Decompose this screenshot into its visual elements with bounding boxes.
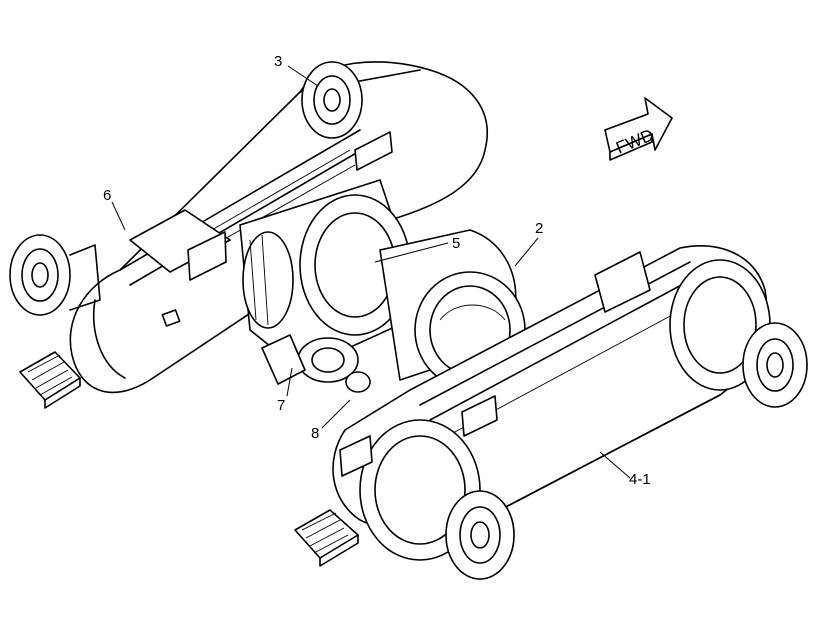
leader-2 <box>514 237 539 267</box>
callout-leaders <box>111 65 631 479</box>
right-wheel-hub <box>669 259 808 408</box>
left-wheel-flange <box>9 234 101 316</box>
leader-5 <box>374 242 449 263</box>
callout-2: 2 <box>535 220 543 237</box>
lower-wheel-hub <box>359 419 515 580</box>
upper-cover-plate <box>129 131 393 327</box>
center-differential <box>239 179 526 393</box>
fwd-direction-arrow: FWD <box>604 97 673 161</box>
callout-7: 7 <box>277 397 285 414</box>
callout-6: 6 <box>103 187 111 204</box>
leader-4-1 <box>599 451 631 479</box>
callout-labels: 3 6 2 5 7 8 4-1 <box>103 53 651 488</box>
upper-wheel-flange <box>301 61 363 139</box>
lower-step-pad <box>294 509 359 567</box>
callout-5: 5 <box>452 235 460 252</box>
lower-cover-plate <box>339 251 651 477</box>
leader-3 <box>287 65 319 87</box>
callout-3: 3 <box>274 53 282 70</box>
leader-8 <box>321 399 351 429</box>
left-step-pad <box>19 351 81 409</box>
leader-6 <box>111 201 126 231</box>
leader-7 <box>286 367 293 397</box>
callout-4-1: 4-1 <box>629 471 651 488</box>
callout-8: 8 <box>311 425 319 442</box>
